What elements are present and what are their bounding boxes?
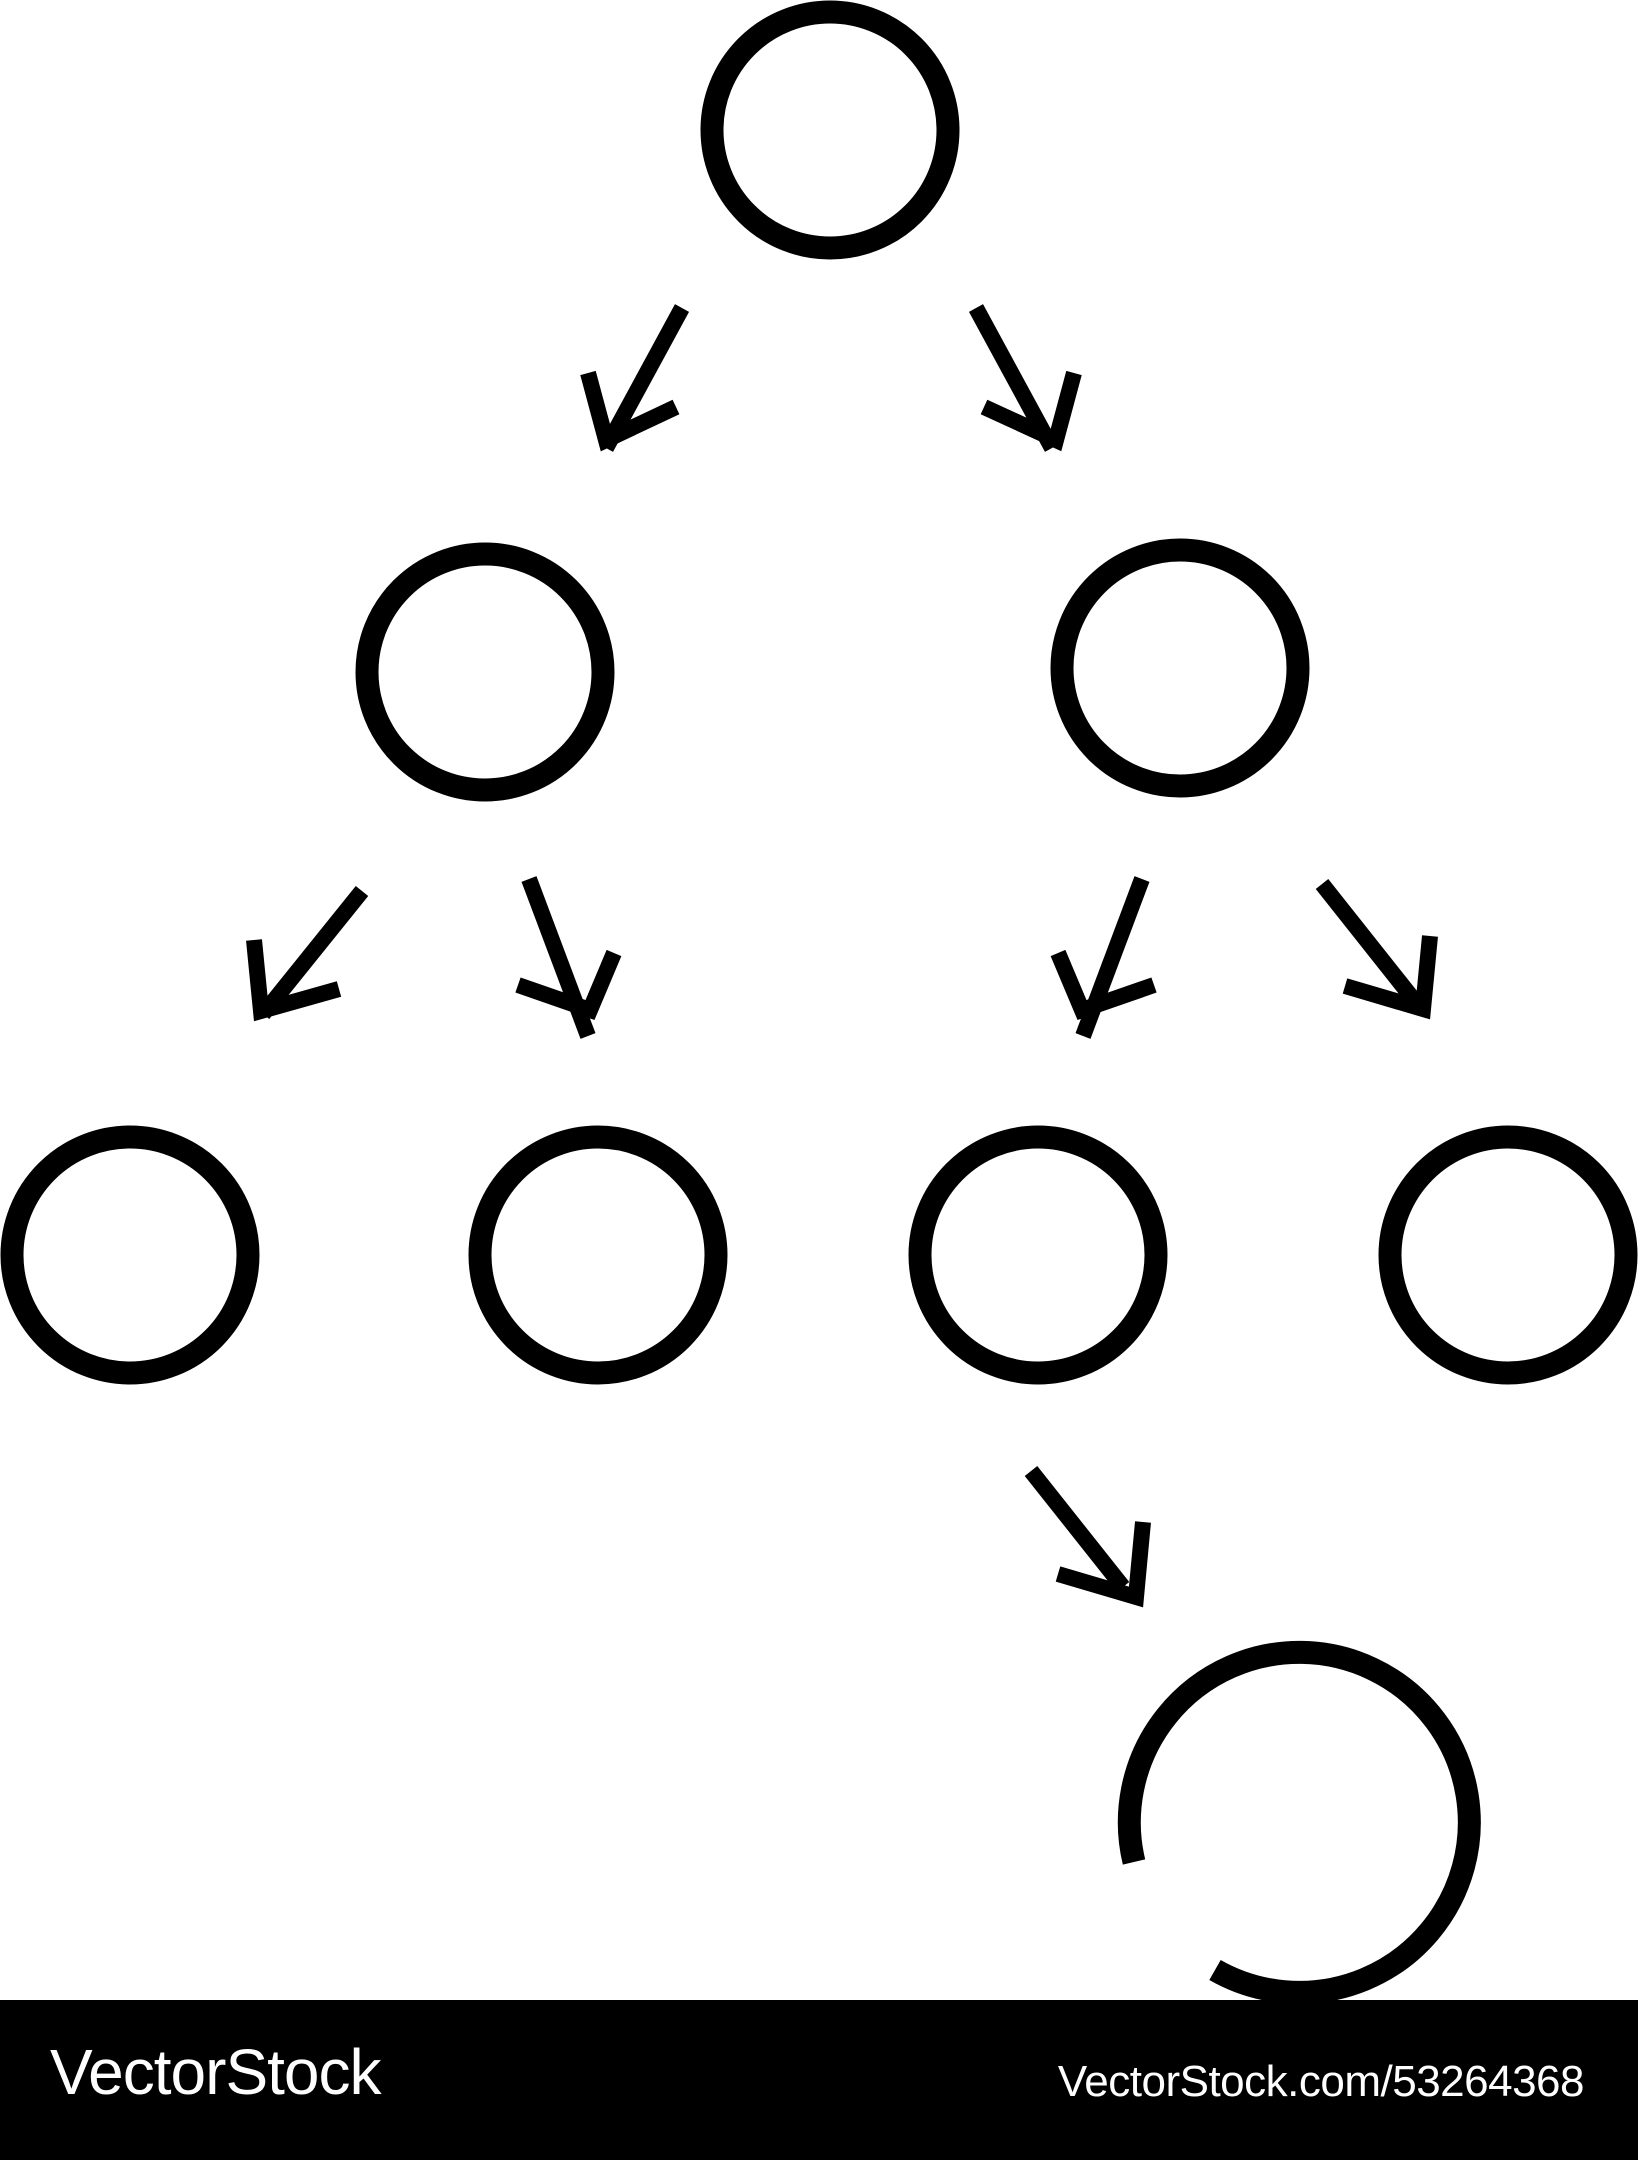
watermark-bar: VectorStock VectorStock.com/53264368 <box>0 2000 1638 2160</box>
watermark-url: VectorStock.com/53264368 <box>1057 2057 1585 2106</box>
tree-diagram <box>0 0 1638 1608</box>
arrow-left-to-left-left <box>246 885 369 1022</box>
watermark-brand: VectorStock <box>50 2036 381 2108</box>
arrow-right-to-right-right <box>1315 879 1438 1020</box>
arrow-right-to-right-left <box>1050 876 1157 1039</box>
node-left <box>355 542 615 802</box>
arrow-right-left-to-leaf <box>1024 1466 1151 1608</box>
node-root <box>700 0 960 260</box>
arrow-root-to-right <box>968 304 1082 452</box>
node-right-left <box>908 1125 1168 1385</box>
node-left-right <box>468 1125 728 1385</box>
arrow-root-to-left <box>580 304 690 452</box>
arrow-left-to-right <box>515 876 622 1039</box>
node-left-left <box>0 1125 260 1385</box>
node-right <box>1050 538 1310 798</box>
node-right-right <box>1378 1125 1638 1385</box>
